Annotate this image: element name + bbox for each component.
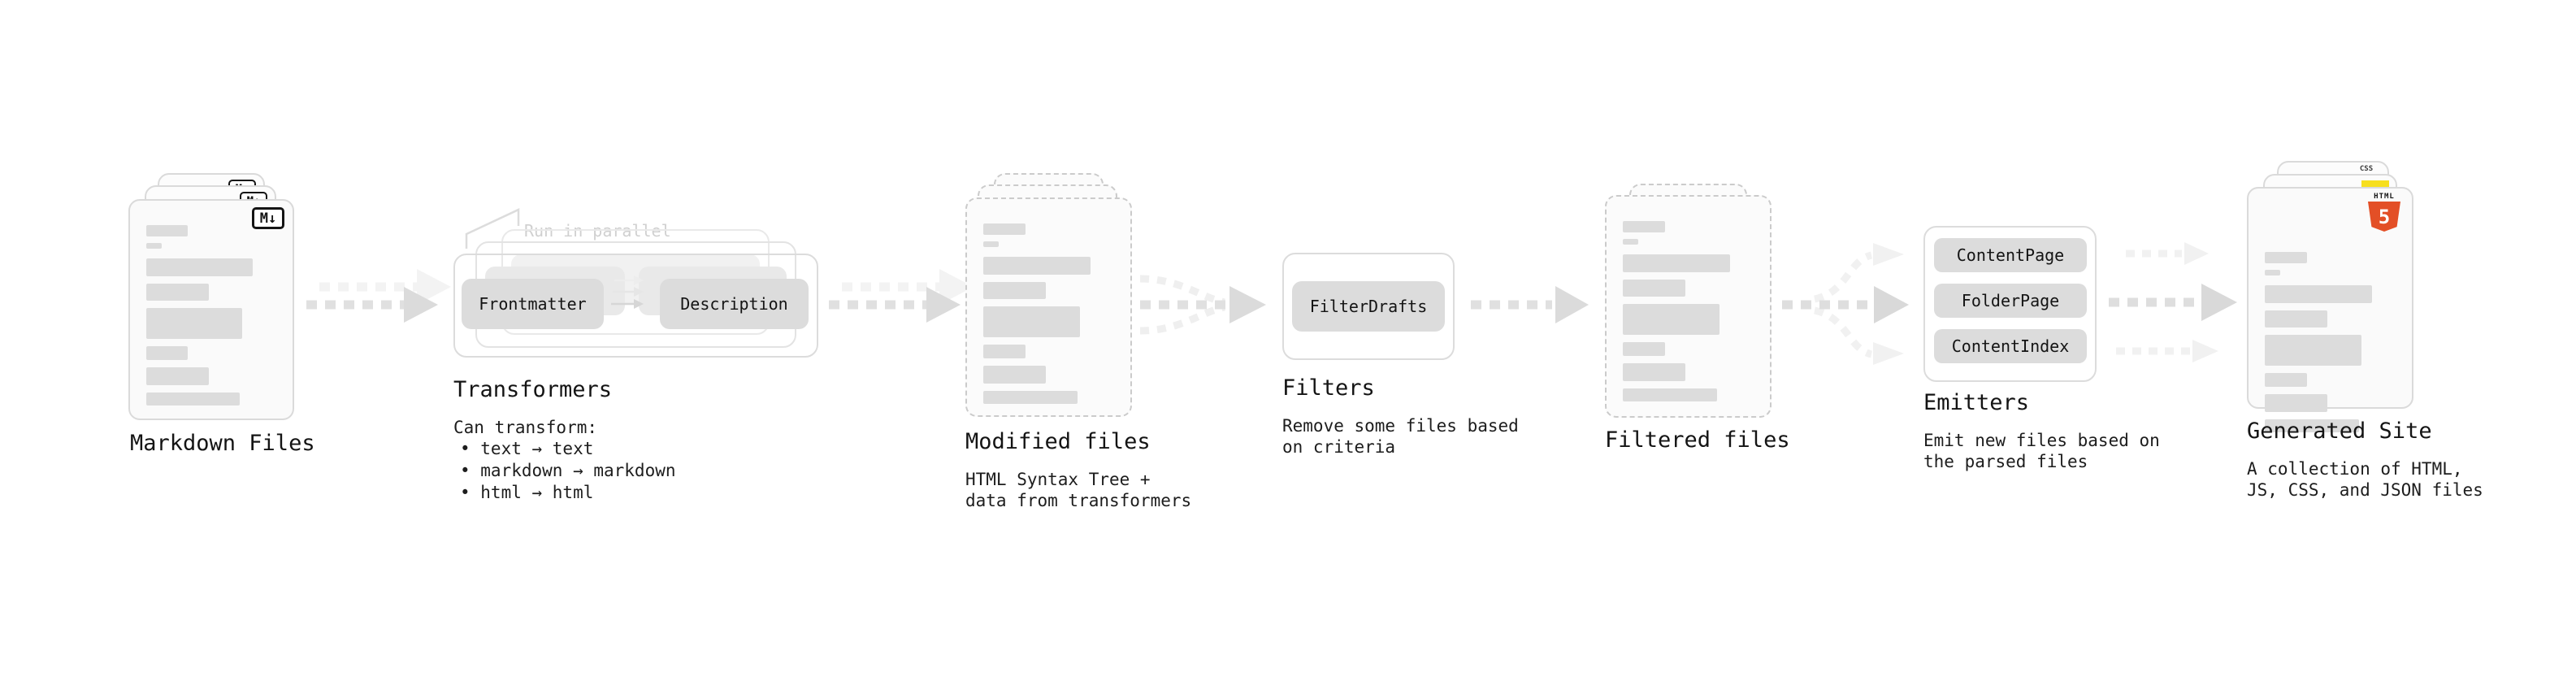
markdown-file-card: M↓	[128, 199, 294, 420]
emitters-label: Emitters	[1923, 390, 2030, 415]
arrow-filters-to-filtered	[1471, 286, 1589, 323]
transformer-layer-front	[453, 254, 818, 358]
modified-files-label: Modified files	[965, 429, 1151, 454]
emitters-sub1: Emit new files based on	[1923, 431, 2160, 450]
filter-drafts-node: FilterDrafts	[1292, 281, 1445, 332]
generated-site-card: HTML 5	[2247, 187, 2413, 432]
filters-sub1: Remove some files based	[1282, 416, 1519, 436]
document-text-lines	[1623, 221, 1754, 401]
filters-text: Filters Remove some files based on crite…	[1282, 375, 1519, 458]
emitters-text: Emitters Emit new files based on the par…	[1923, 390, 2160, 472]
transformers-bullet-1: • text → text	[460, 439, 594, 458]
markdown-files-label: Markdown Files	[130, 431, 315, 456]
transformers-intro: Can transform:	[453, 418, 598, 437]
document-text-lines	[146, 225, 276, 406]
frontmatter-node: Frontmatter	[462, 279, 604, 329]
arrow-transformers-to-modified	[829, 269, 974, 323]
modified-files-text: Modified files HTML Syntax Tree + data f…	[965, 429, 1191, 511]
run-in-parallel-note: Run in parallel	[524, 221, 671, 241]
markdown-icon: M↓	[252, 207, 284, 229]
arrow-filtered-to-emitters-fanout	[1782, 243, 1909, 365]
arrow-emitters-to-generated	[2109, 242, 2237, 362]
transformers-label: Transformers	[453, 377, 613, 402]
transformers-bullet-3: • html → html	[460, 483, 594, 502]
generated-site-label: Generated Site	[2247, 419, 2432, 444]
generated-site-text: Generated Site A collection of HTML, JS,…	[2247, 419, 2483, 501]
filtered-files-label: Filtered files	[1605, 427, 1790, 453]
parallel-flow-arrows	[611, 275, 644, 309]
document-text-lines	[2265, 252, 2396, 432]
content-index-node: ContentIndex	[1934, 329, 2087, 363]
folder-page-node: FolderPage	[1934, 284, 2087, 318]
description-node: Description	[660, 279, 809, 329]
filtered-file-card	[1605, 195, 1772, 418]
transformers-text: Transformers Can transform: • text → tex…	[453, 377, 676, 504]
arrow-modified-to-filters-converge	[1139, 275, 1266, 335]
filters-label: Filters	[1282, 375, 1375, 401]
generated-site-sub2: JS, CSS, and JSON files	[2247, 480, 2483, 500]
modified-files-sub1: HTML Syntax Tree +	[965, 470, 1151, 489]
emitters-sub2: the parsed files	[1923, 452, 2088, 471]
generated-site-sub1: A collection of HTML,	[2247, 459, 2463, 479]
content-page-node: ContentPage	[1934, 238, 2087, 272]
modified-file-card	[965, 197, 1132, 417]
transformers-bullet-2: • markdown → markdown	[460, 461, 676, 480]
html5-icon: HTML 5	[2366, 193, 2402, 232]
document-text-lines	[983, 223, 1114, 404]
modified-files-sub2: data from transformers	[965, 491, 1192, 510]
filters-sub2: on criteria	[1282, 437, 1396, 457]
run-in-parallel-leader-line	[465, 208, 520, 249]
arrow-markdown-to-transformers	[306, 269, 451, 323]
